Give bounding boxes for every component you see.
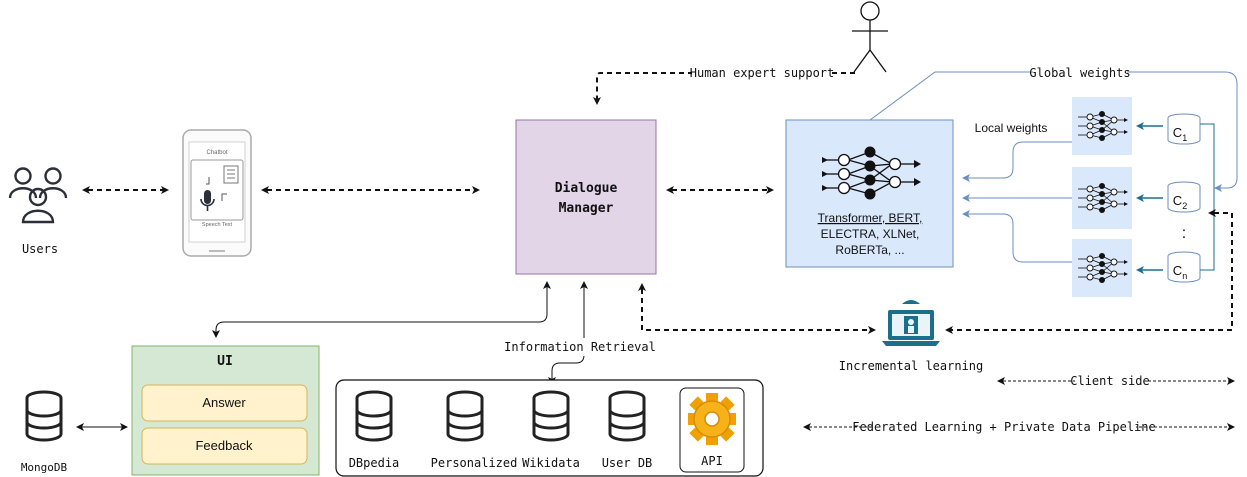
incremental-learning-arrow-right (945, 209, 1233, 334)
client-side-label: Client side (1070, 374, 1149, 388)
local-weights-arrow-1 (962, 141, 1072, 182)
incremental-learning-label: Incremental learning (839, 359, 984, 373)
incremental-learning-arrow-left (638, 283, 876, 334)
client-model-2 (1072, 167, 1132, 229)
answer-label: Answer (202, 395, 246, 410)
phone-title: Chatbot (206, 150, 227, 156)
gear-icon (688, 393, 736, 445)
model-names-line2: ELECTRA, XLNet, (821, 227, 920, 241)
mongodb-database-icon (25, 390, 63, 442)
client-model-n (1072, 239, 1132, 297)
personalized-database-icon (446, 390, 484, 442)
feedback-box[interactable] (141, 427, 308, 465)
mongodb-label: MongoDB (21, 461, 68, 474)
dialogue-manager-title-line2: Manager (559, 201, 614, 216)
dbpedia-database-icon (355, 390, 393, 442)
client-model-1 (1072, 97, 1132, 155)
svg-text:C2: C2 (1173, 193, 1187, 211)
svg-text:C1: C1 (1173, 125, 1187, 143)
information-retrieval-arrow (548, 281, 588, 385)
model-names-line1: Transformer, BERT, (818, 211, 923, 225)
dialogue-manager-box (515, 119, 657, 275)
api-label: API (701, 454, 723, 468)
client-sub-1: 1 (1182, 133, 1187, 143)
dbpedia-label: DBpedia (349, 456, 400, 470)
federated-label: Federated Learning + Private Data Pipeli… (852, 420, 1155, 434)
user-db-database-icon (608, 390, 646, 442)
personalized-label: Personalized (431, 456, 518, 470)
incremental-learning-icon (882, 300, 940, 346)
client-label-1: C (1173, 125, 1182, 140)
client-sub-2: 2 (1182, 201, 1187, 211)
phone-caption: Speech Text (202, 222, 233, 228)
dialogue-ui-arrow (212, 281, 551, 338)
global-weights-line (869, 71, 1238, 192)
users-label: Users (22, 242, 58, 256)
human-expert-icon (852, 1, 888, 73)
human-support-arrow (593, 72, 855, 105)
global-weights-label: Global weights (1029, 66, 1130, 80)
chatbot-phone-icon (182, 129, 252, 257)
information-retrieval-label: Information Retrieval (504, 340, 656, 354)
wikidata-label: Wikidata (522, 456, 580, 470)
dialogue-manager-title-line1: Dialogue (555, 181, 618, 196)
client-label-2: C (1173, 193, 1182, 208)
client-side-bracket (1200, 123, 1215, 271)
client-label-n: C (1173, 263, 1182, 278)
user-db-label: User DB (602, 456, 653, 470)
local-weights-arrow-3 (962, 210, 1072, 263)
wikidata-database-icon (532, 390, 570, 442)
users-icon (8, 167, 68, 224)
local-weights-label: Local weights (975, 121, 1048, 135)
client-sub-n: n (1182, 271, 1187, 281)
clients-ellipsis: : (1182, 225, 1186, 242)
answer-box[interactable] (141, 384, 308, 422)
feedback-label: Feedback (195, 438, 253, 453)
model-names-line3: RoBERTa, ... (835, 243, 904, 257)
human-support-label: Human expert support (690, 66, 835, 80)
ui-panel-title: UI (217, 354, 233, 369)
